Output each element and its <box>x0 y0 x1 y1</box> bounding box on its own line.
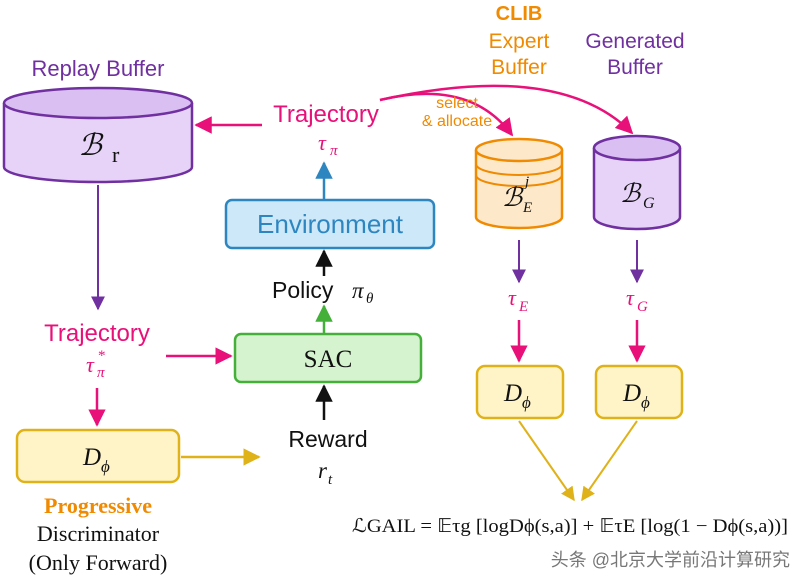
trajectory-mid-label: Trajectory <box>44 320 150 347</box>
watermark: 头条 @北京大学前沿计算研究 <box>551 550 790 570</box>
generated-buffer-cylinder: ℬ G <box>592 134 682 231</box>
trajectory-top-label: Trajectory <box>273 101 379 128</box>
tau-e-sub: E <box>518 299 528 315</box>
tau-pi-symbol: τ <box>318 130 327 155</box>
buffer-g-symbol: ℬ <box>620 179 642 208</box>
reward-label: Reward <box>288 426 367 452</box>
tau-star-sup: * <box>98 348 106 364</box>
progressive-label: Progressive <box>44 493 152 518</box>
policy-sub: θ <box>366 291 374 307</box>
expert-buffer-line1: Expert <box>489 30 550 53</box>
generated-discriminator-box <box>594 364 684 420</box>
tau-star-symbol: τ <box>86 352 95 377</box>
buffer-e-sub: E <box>522 200 532 216</box>
environment-label: Environment <box>257 209 404 239</box>
arrow-expert-disc-to-loss <box>518 420 575 502</box>
buffer-r-sub: r <box>112 142 120 167</box>
d-phi-generated-sub: ϕ <box>641 393 650 412</box>
sac-label: SAC <box>304 346 353 373</box>
clib-title: CLIB <box>496 3 543 25</box>
d-phi-left-symbol: D <box>82 444 101 471</box>
buffer-r-symbol: ℬ <box>78 129 104 162</box>
replay-buffer-cylinder: ℬ r <box>2 86 194 184</box>
tau-e-symbol: τ <box>508 285 517 310</box>
policy-symbol: π <box>352 278 365 303</box>
sac-box <box>233 332 423 384</box>
generated-buffer-line2: Buffer <box>607 56 663 79</box>
expert-buffer-line2: Buffer <box>491 56 547 79</box>
discriminator-label: Discriminator <box>37 521 160 546</box>
select-label: select <box>436 95 478 112</box>
policy-label: Policy <box>272 277 334 303</box>
generated-buffer-line1: Generated <box>585 30 684 53</box>
reward-symbol: r <box>318 458 328 483</box>
progressive-discriminator-box <box>15 428 181 484</box>
tau-g-symbol: τ <box>626 285 635 310</box>
tau-star-sub: π <box>97 365 105 381</box>
d-phi-left-sub: ϕ <box>101 457 110 476</box>
d-phi-expert-symbol: D <box>503 380 522 407</box>
d-phi-expert-sub: ϕ <box>522 393 531 412</box>
expert-buffer-cylinder: ℬ E j <box>474 137 564 230</box>
tau-g-sub: G <box>637 299 648 315</box>
allocate-label: & allocate <box>422 113 492 130</box>
only-forward-label: (Only Forward) <box>29 550 168 575</box>
replay-buffer-title: Replay Buffer <box>32 56 165 81</box>
d-phi-generated-symbol: D <box>622 380 641 407</box>
tau-pi-sub: π <box>330 143 338 159</box>
arrow-generated-disc-to-loss <box>581 420 638 502</box>
gail-loss-equation: ℒGAIL = 𝔼τg [logDϕ(s,a)] + 𝔼τE [log(1 − … <box>352 516 788 537</box>
arrow-to-generated-buffer <box>379 84 634 135</box>
reward-sub: t <box>328 472 333 488</box>
buffer-e-symbol: ℬ <box>502 183 524 212</box>
environment-box <box>224 198 436 250</box>
expert-discriminator-box <box>475 364 565 420</box>
buffer-e-sup: j <box>523 174 529 190</box>
buffer-g-sub: G <box>643 195 655 212</box>
